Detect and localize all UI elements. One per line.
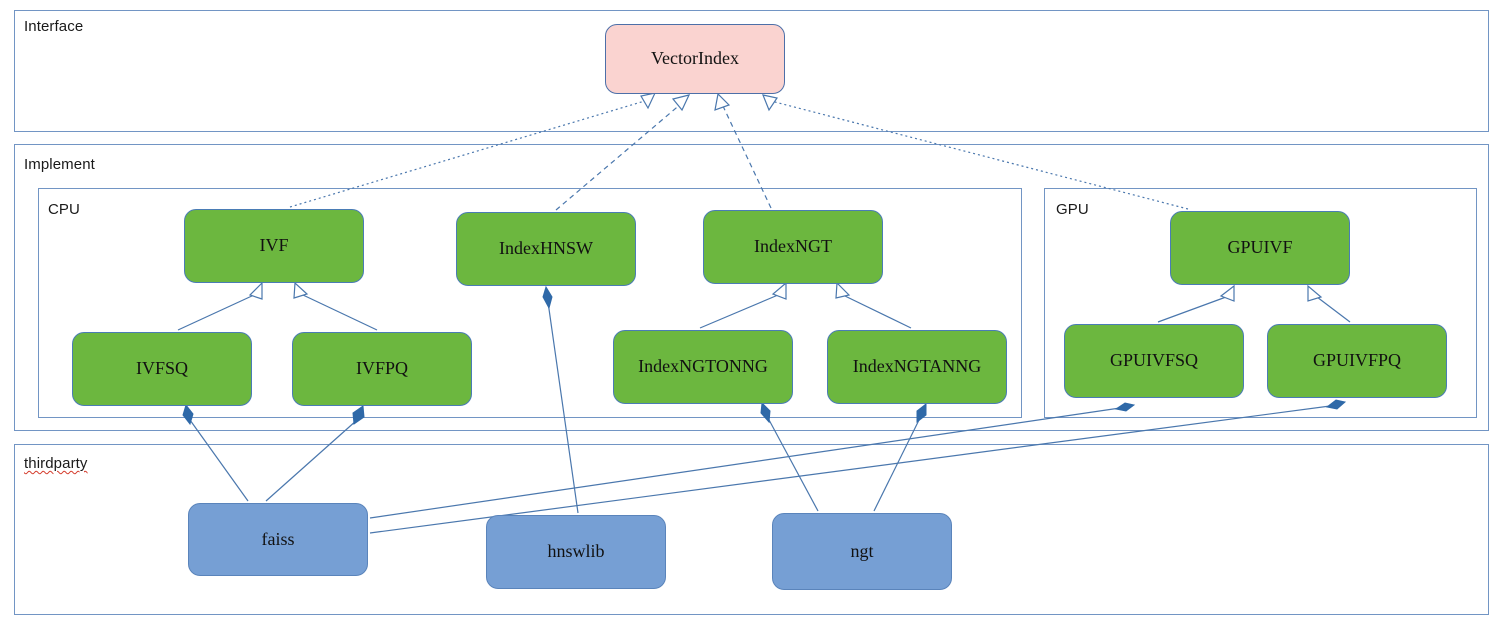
node-indexngt[interactable]: IndexNGT	[703, 210, 883, 284]
node-ivfpq[interactable]: IVFPQ	[292, 332, 472, 406]
node-ivfsq[interactable]: IVFSQ	[72, 332, 252, 406]
group-label-thirdparty: thirdparty	[24, 455, 88, 472]
node-gpuivfsq[interactable]: GPUIVFSQ	[1064, 324, 1244, 398]
node-indexngtonng[interactable]: IndexNGTONNG	[613, 330, 793, 404]
node-ngt[interactable]: ngt	[772, 513, 952, 590]
group-label-cpu: CPU	[48, 201, 80, 218]
node-vectorindex[interactable]: VectorIndex	[605, 24, 785, 94]
node-hnswlib[interactable]: hnswlib	[486, 515, 666, 589]
node-gpuivfpq[interactable]: GPUIVFPQ	[1267, 324, 1447, 398]
node-ivf[interactable]: IVF	[184, 209, 364, 283]
group-label-implement: Implement	[24, 156, 95, 173]
group-label-gpu: GPU	[1056, 201, 1089, 218]
node-indexhnsw[interactable]: IndexHNSW	[456, 212, 636, 286]
node-gpuivf[interactable]: GPUIVF	[1170, 211, 1350, 285]
node-faiss[interactable]: faiss	[188, 503, 368, 576]
group-label-interface: Interface	[24, 18, 84, 35]
node-indexngtanng[interactable]: IndexNGTANNG	[827, 330, 1007, 404]
